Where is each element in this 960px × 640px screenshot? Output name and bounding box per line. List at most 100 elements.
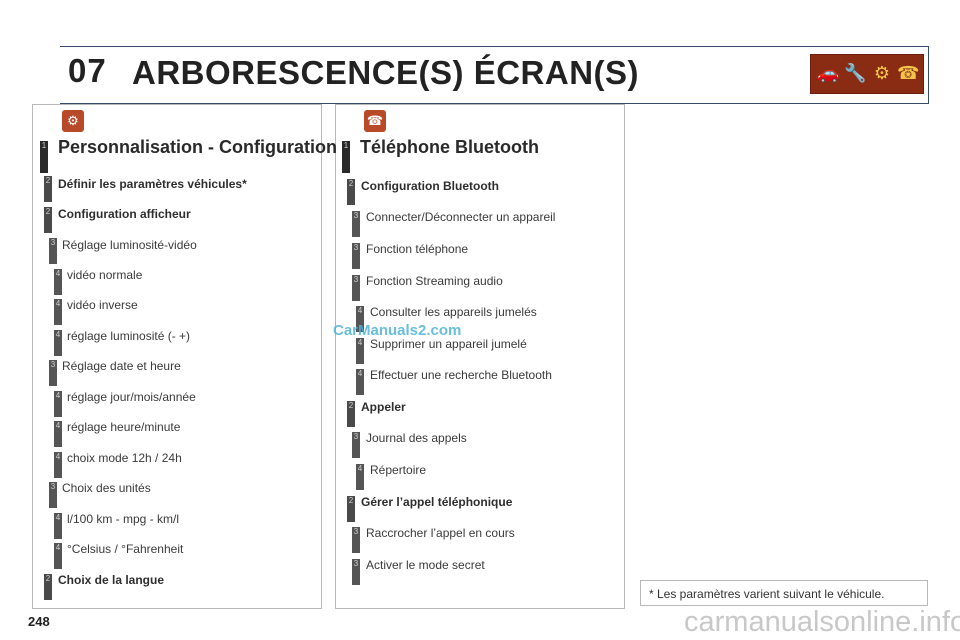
level-number: 4 — [55, 452, 61, 461]
level-number: 3 — [353, 432, 359, 441]
level-badge: 3 — [49, 360, 57, 386]
tree-item[interactable]: Connecter/Déconnecter un appareil — [366, 210, 555, 224]
tree-item[interactable]: Configuration afficheur — [58, 207, 191, 221]
watermark-footer: carmanualsonline.info — [684, 606, 960, 638]
right-panel — [335, 104, 625, 609]
tree-item[interactable]: vidéo inverse — [67, 298, 138, 312]
tree-item[interactable]: Configuration Bluetooth — [361, 179, 499, 193]
level-number: 2 — [348, 401, 354, 410]
page-number: 248 — [28, 614, 50, 629]
level-badge: 3 — [352, 275, 360, 301]
level-number: 3 — [353, 275, 359, 284]
level-number: 3 — [353, 559, 359, 568]
level-number: 2 — [45, 176, 51, 185]
level-number: 3 — [353, 211, 359, 220]
settings-icon: ⚙ — [62, 110, 84, 132]
tree-item[interactable]: Consulter les appareils jumelés — [370, 305, 537, 319]
tree-item-label: Répertoire — [370, 463, 427, 477]
chapter-icon-strip: 🚗 🔧 ⚙ ☎ — [810, 54, 924, 94]
tree-item-label: réglage jour/mois/année — [67, 390, 196, 404]
level-badge: 4 — [54, 330, 62, 356]
tree-item-label: Fonction Streaming audio — [366, 274, 503, 288]
tree-item-label: vidéo normale — [67, 268, 143, 282]
level-number: 4 — [55, 299, 61, 308]
tree-item-label: Fonction téléphone — [366, 242, 469, 256]
level-number: 3 — [353, 243, 359, 252]
level-badge: 4 — [356, 369, 364, 395]
bluetooth-phone-icon: ☎ — [364, 110, 386, 132]
left-panel-title: Personnalisation - Configuration — [58, 137, 338, 157]
level-number: 4 — [357, 306, 363, 315]
wrench-icon: 🔧 — [844, 63, 867, 83]
level-number: 3 — [50, 360, 56, 369]
level-badge: 2 — [44, 207, 52, 233]
right-panel-title: Téléphone Bluetooth — [360, 137, 539, 157]
left-panel — [32, 104, 322, 609]
tree-item-label: Supprimer un appareil jumelé — [370, 337, 527, 351]
level-badge: 4 — [356, 464, 364, 490]
level-number: 2 — [45, 574, 51, 583]
tree-item[interactable]: réglage heure/minute — [67, 420, 180, 434]
level-badge: 4 — [54, 421, 62, 447]
level-number: 4 — [55, 513, 61, 522]
tree-item-label: Activer le mode secret — [366, 558, 485, 572]
level-number: 4 — [55, 543, 61, 552]
tree-item-label: Journal des appels — [366, 431, 467, 445]
level-badge: 2 — [44, 176, 52, 202]
tree-item-label: Appeler — [361, 400, 406, 414]
tree-item-label: Raccrocher l’appel en cours — [366, 526, 515, 540]
tree-item[interactable]: Effectuer une recherche Bluetooth — [370, 368, 552, 382]
tree-item[interactable]: Répertoire — [370, 463, 426, 477]
level-number: 4 — [55, 330, 61, 339]
level-badge: 4 — [356, 306, 364, 332]
tree-item[interactable]: choix mode 12h / 24h — [67, 451, 182, 465]
tree-item[interactable]: °Celsius / °Fahrenheit — [67, 542, 183, 556]
tree-item[interactable]: Activer le mode secret — [366, 558, 485, 572]
level-badge: 3 — [352, 211, 360, 237]
tree-item[interactable]: Réglage luminosité-vidéo — [62, 238, 197, 252]
tree-item[interactable]: vidéo normale — [67, 268, 142, 282]
tree-item[interactable]: Journal des appels — [366, 431, 467, 445]
tree-item[interactable]: Raccrocher l’appel en cours — [366, 526, 515, 540]
level-number: 2 — [348, 496, 354, 505]
footnote: * Les paramètres varient suivant le véhi… — [640, 580, 928, 606]
tree-item-label: Connecter/Déconnecter un appareil — [366, 210, 556, 224]
level-number: 1 — [41, 141, 47, 150]
level-badge: 3 — [49, 238, 57, 264]
level-badge: 4 — [54, 299, 62, 325]
tree-item-label: vidéo inverse — [67, 298, 138, 312]
level-badge: 3 — [352, 527, 360, 553]
settings-icon: ⚙ — [873, 63, 891, 83]
tree-item-label: réglage heure/minute — [67, 420, 181, 434]
tree-item-label: Réglage date et heure — [62, 359, 181, 373]
level-badge: 3 — [352, 243, 360, 269]
tree-item[interactable]: Supprimer un appareil jumelé — [370, 337, 527, 351]
tree-item[interactable]: Fonction téléphone — [366, 242, 468, 256]
level-badge: 4 — [54, 391, 62, 417]
tree-item[interactable]: réglage jour/mois/année — [67, 390, 196, 404]
tree-item[interactable]: Fonction Streaming audio — [366, 274, 503, 288]
tree-item-label: Effectuer une recherche Bluetooth — [370, 368, 552, 382]
level-badge: 2 — [44, 574, 52, 600]
level-badge: 3 — [352, 432, 360, 458]
level-number: 4 — [55, 269, 61, 278]
tree-item[interactable]: Appeler — [361, 400, 406, 414]
tree-item[interactable]: Choix des unités — [62, 481, 151, 495]
tree-item[interactable]: l/100 km - mpg - km/l — [67, 512, 179, 526]
tree-item[interactable]: réglage luminosité (- +) — [67, 329, 190, 343]
level-badge: 2 — [347, 179, 355, 205]
tree-item[interactable]: Définir les paramètres véhicules* — [58, 177, 247, 191]
level-badge: 3 — [352, 559, 360, 585]
level-badge: 4 — [54, 543, 62, 569]
level-number: 4 — [357, 338, 363, 347]
tree-item-label: Choix de la langue — [58, 573, 165, 587]
tree-item-label: Configuration afficheur — [58, 207, 191, 221]
tree-item-label: Consulter les appareils jumelés — [370, 305, 537, 319]
tree-item-label: réglage luminosité (- +) — [67, 329, 191, 343]
tree-item[interactable]: Réglage date et heure — [62, 359, 181, 373]
level-number: 3 — [50, 482, 56, 491]
level-number: 4 — [55, 391, 61, 400]
tree-item-label: l/100 km - mpg - km/l — [67, 512, 180, 526]
tree-item[interactable]: Choix de la langue — [58, 573, 164, 587]
tree-item[interactable]: Gérer l’appel téléphonique — [361, 495, 512, 509]
